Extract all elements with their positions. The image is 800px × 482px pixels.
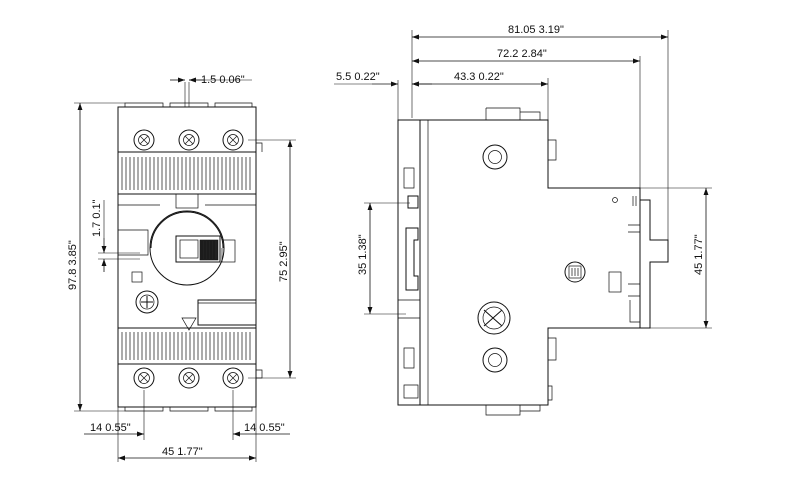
side-main-body [419,107,641,416]
dim-width: 45 1.77" [117,440,257,462]
side-adjust-screw [477,301,511,335]
front-view: 1.5 0.06" 97.8 3.85" 1.7 0.1" 75 2.95" [67,74,296,462]
dim-rail-height-label: 35 1.38" [357,234,369,275]
front-center-screw [135,290,159,314]
top-terminal-screw-1 [133,129,155,151]
top-terminal-block [117,102,263,153]
side-knob-projection [628,196,669,329]
dim-left-pitch: 14 0.55" [84,390,145,440]
dim-depth-total: 81.05 3.19" [411,24,669,240]
dim-rail-offset: 5.5 0.22" [334,71,432,120]
top-terminal-screw-2 [178,129,200,151]
side-top-hole [482,144,508,170]
side-small-knob [564,197,622,293]
top-cooling-fins [117,151,257,195]
dim-depth-mount-label: 43.3 0.22" [454,71,504,83]
bottom-terminal-screw-2 [178,367,200,389]
bottom-terminal-screw-1 [133,367,155,389]
dim-top-gap-label: 1.5 0.06" [201,74,245,86]
dim-body-height: 45 1.77" [640,187,712,329]
dim-right-pitch-label: 14 0.55" [244,422,285,434]
dim-height-total: 97.8 3.85" [67,102,125,412]
dim-width-label: 45 1.77" [162,446,203,458]
dim-rail-height: 35 1.38" [357,202,410,315]
dim-depth-body-label: 72.2 2.84" [497,48,547,60]
dim-depth-body: 72.2 2.84" [412,48,641,188]
dim-height-total-label: 97.8 3.85" [67,240,79,290]
top-terminal-screw-3 [222,129,244,151]
side-bottom-hole [482,347,508,373]
dim-depth-mount: 43.3 0.22" [412,71,549,120]
bottom-terminal-screw-3 [222,367,244,389]
dim-knob-offset: 1.7 0.1" [91,199,140,272]
dim-body-height-label: 45 1.77" [693,234,705,275]
dim-left-pitch-label: 14 0.55" [90,422,131,434]
dim-terminal-span: 75 2.95" [248,139,296,379]
dim-right-pitch: 14 0.55" [232,390,290,440]
dim-rail-offset-label: 5.5 0.22" [336,71,380,83]
rotary-knob [149,210,225,286]
din-rail-clip [397,119,421,406]
side-view: 81.05 3.19" 72.2 2.84" 43.3 0.22" 5.5 0.… [334,24,712,416]
dim-knob-offset-label: 1.7 0.1" [91,199,103,237]
dim-depth-total-label: 81.05 3.19" [508,24,564,36]
dim-terminal-span-label: 75 2.95" [278,241,290,282]
dim-top-gap: 1.5 0.06" [170,74,252,107]
